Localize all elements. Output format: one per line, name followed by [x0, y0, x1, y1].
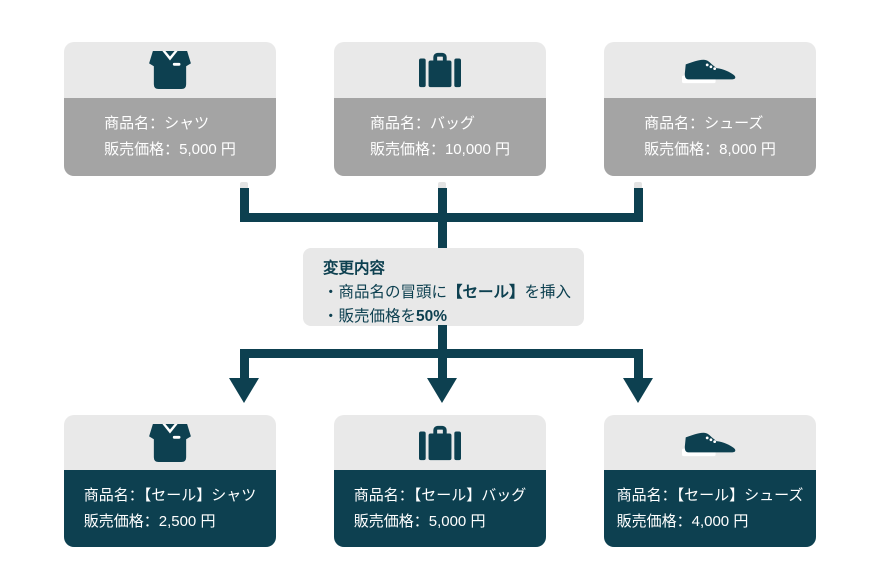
product-card-shoes-after: 商品名：【セール】シューズ 販売価格：4,000 円 — [604, 415, 816, 547]
product-card-bag-after: 商品名：【セール】バッグ 販売価格：5,000 円 — [334, 415, 546, 547]
card-header — [334, 42, 546, 98]
product-card-shirt-before: 商品名：シャツ 販売価格：5,000 円 — [64, 42, 276, 176]
product-card-shirt-after: 商品名：【セール】シャツ 販売価格：2,500 円 — [64, 415, 276, 547]
connector-bar-top — [240, 213, 643, 222]
card-body: 商品名：シューズ 販売価格：8,000 円 — [604, 98, 816, 176]
card-body: 商品名：シャツ 販売価格：5,000 円 — [64, 98, 276, 176]
card-header — [64, 415, 276, 470]
product-price: 販売価格：4,000 円 — [616, 512, 749, 530]
arrow-down-icon — [427, 378, 457, 403]
connector-cap-right — [634, 182, 642, 190]
product-name: 商品名：【セール】シューズ — [616, 486, 804, 504]
card-header — [604, 42, 816, 98]
product-name: 商品名：バッグ — [369, 115, 475, 132]
product-price: 販売価格：10,000 円 — [369, 141, 511, 158]
shoes-icon — [681, 56, 739, 84]
arrow-down-icon — [623, 378, 653, 403]
product-name: 商品名：【セール】シャツ — [83, 486, 257, 504]
change-description-box: 変更内容 ・商品名の冒頭に【セール】を挿入 ・販売価格を50% — [303, 248, 584, 326]
shirt-icon — [149, 424, 191, 462]
product-card-shoes-before: 商品名：シューズ 販売価格：8,000 円 — [604, 42, 816, 176]
change-box-title: 変更内容 — [323, 260, 386, 277]
product-price: 販売価格：8,000 円 — [644, 141, 776, 158]
product-name: 商品名：シャツ — [104, 115, 210, 132]
connector-line-top-right — [634, 188, 643, 222]
card-body: 商品名：【セール】バッグ 販売価格：5,000 円 — [334, 470, 546, 547]
shirt-icon — [149, 51, 191, 89]
product-name: 商品名：シューズ — [644, 115, 764, 132]
product-price: 販売価格：5,000 円 — [104, 141, 236, 158]
connector-line-top-left — [240, 188, 249, 222]
product-card-bag-before: 商品名：バッグ 販売価格：10,000 円 — [334, 42, 546, 176]
connector-line-bottom-center-stub — [438, 325, 447, 358]
connector-cap-center — [438, 182, 446, 190]
change-box-bullet-2: ・販売価格を50% — [323, 308, 448, 325]
shoes-icon — [681, 429, 739, 457]
bag-icon — [419, 425, 461, 461]
connector-shaft-center — [438, 349, 447, 380]
card-header — [64, 42, 276, 98]
connector-cap-left — [240, 182, 248, 190]
change-box-bullet-1: ・商品名の冒頭に【セール】を挿入 — [323, 284, 572, 301]
product-price: 販売価格：2,500 円 — [83, 512, 216, 530]
connector-shaft-right — [634, 349, 643, 380]
connector-shaft-left — [240, 349, 249, 380]
arrow-down-icon — [229, 378, 259, 403]
product-price: 販売価格：5,000 円 — [353, 512, 486, 530]
card-header — [604, 415, 816, 470]
card-body: 商品名：バッグ 販売価格：10,000 円 — [334, 98, 546, 176]
card-body: 商品名：【セール】シャツ 販売価格：2,500 円 — [64, 470, 276, 547]
card-header — [334, 415, 546, 470]
bag-icon — [419, 52, 461, 88]
product-name: 商品名：【セール】バッグ — [353, 486, 527, 504]
card-body: 商品名：【セール】シューズ 販売価格：4,000 円 — [604, 470, 816, 547]
